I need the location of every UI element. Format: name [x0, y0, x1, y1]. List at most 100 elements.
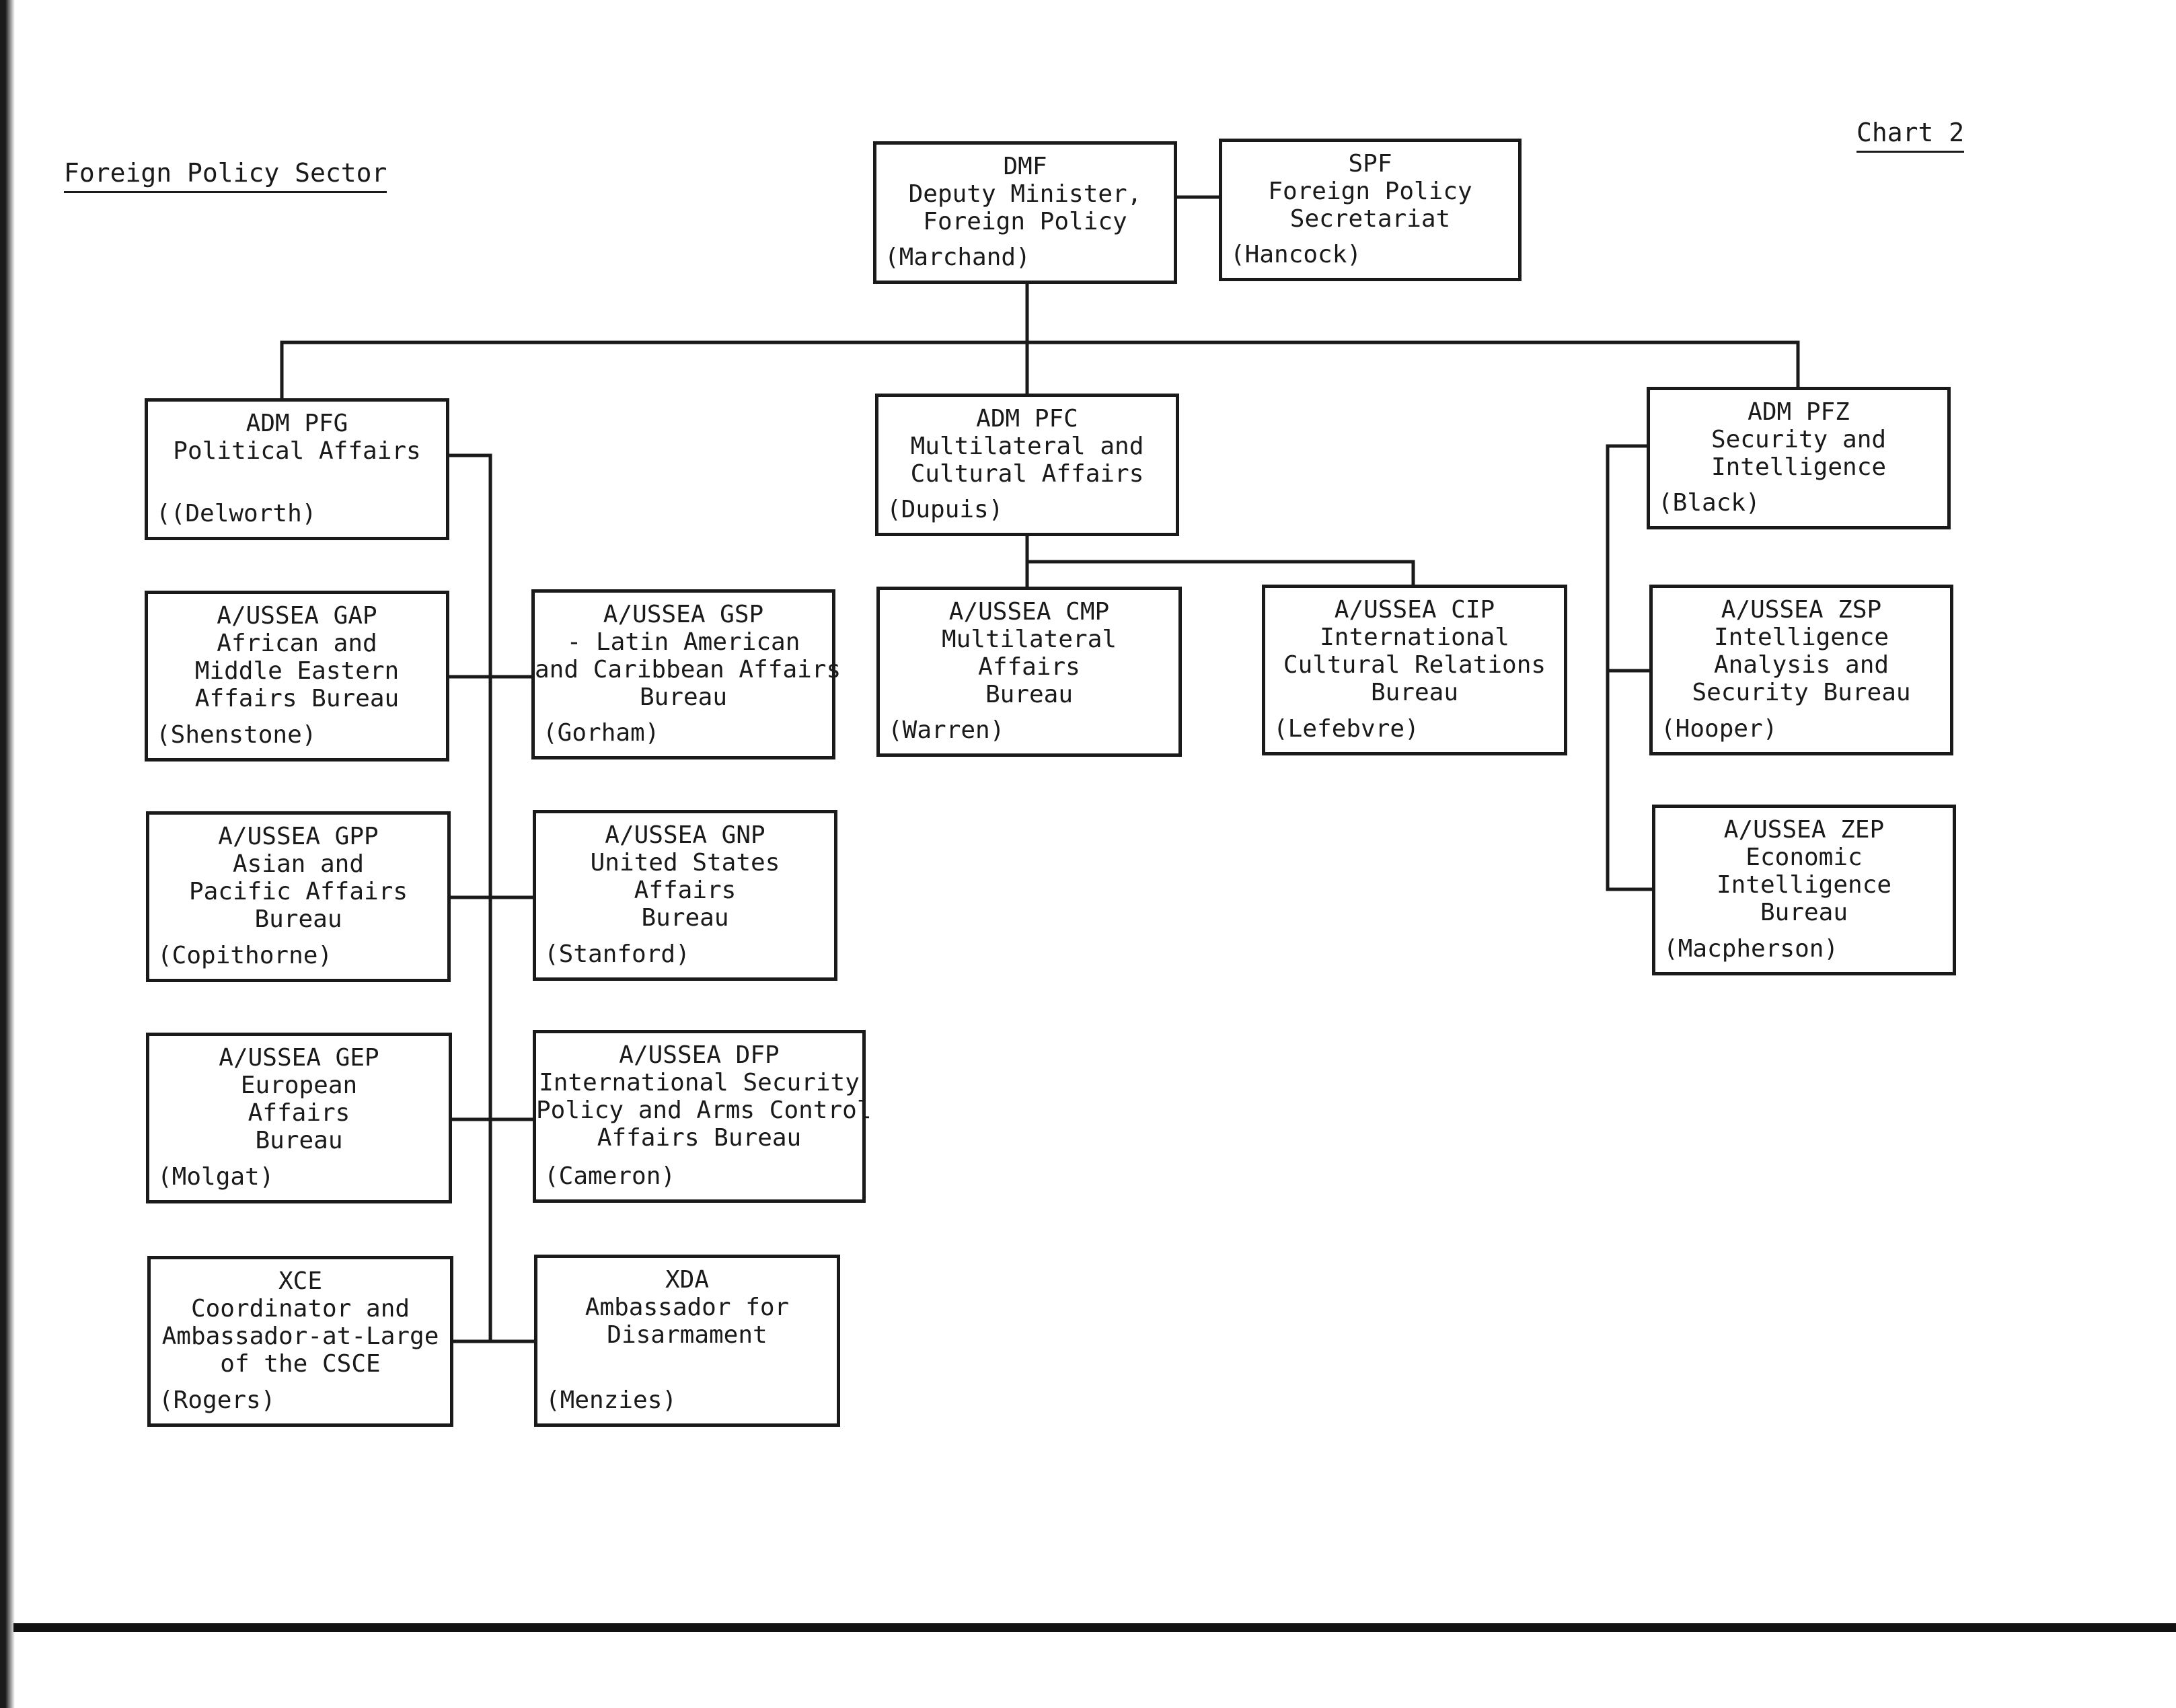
box-person: (Lefebvre) — [1273, 715, 1419, 743]
box-person: ((Delworth) — [156, 500, 317, 527]
box-line: Ambassador for — [585, 1294, 790, 1321]
box-pfg-political-affairs: ADM PFG Political Affairs ((Delworth) — [145, 398, 449, 540]
box-gpp-asian-pacific: A/USSEA GPP Asian and Pacific Affairs Bu… — [146, 811, 451, 982]
box-line: Asian and — [232, 850, 365, 878]
box-line: Affairs — [248, 1099, 350, 1127]
box-person: (Molgat) — [157, 1163, 274, 1191]
scan-left-edge — [0, 0, 15, 1708]
box-person: (Stanford) — [544, 940, 690, 968]
box-line: Bureau — [255, 1127, 343, 1154]
box-line: Cultural Relations — [1283, 651, 1546, 679]
box-line: Foreign Policy — [1268, 178, 1472, 205]
box-line: Multilateral — [941, 626, 1117, 653]
box-code: A/USSEA GPP — [218, 823, 379, 850]
box-line: Affairs — [978, 653, 1080, 681]
box-line: Bureau — [985, 681, 1074, 708]
box-line: Analysis and — [1713, 651, 1889, 679]
box-zsp-intelligence-analysis: A/USSEA ZSP Intelligence Analysis and Se… — [1649, 585, 1953, 755]
box-code: XDA — [665, 1266, 710, 1294]
scan-bottom-border — [13, 1623, 2176, 1632]
box-pfz-security-intelligence: ADM PFZ Security and Intelligence (Black… — [1647, 387, 1951, 529]
box-line: Deputy Minister, — [908, 180, 1142, 208]
box-line: Bureau — [641, 904, 729, 932]
box-line: Multilateral and — [910, 433, 1144, 460]
box-line: Affairs Bureau — [194, 685, 400, 712]
box-line: Bureau — [1370, 679, 1459, 706]
box-person: (Warren) — [888, 716, 1005, 744]
sector-title: Foreign Policy Sector — [64, 157, 387, 193]
box-code: A/USSEA GSP — [603, 601, 764, 628]
box-gnp-united-states: A/USSEA GNP United States Affairs Bureau… — [533, 810, 837, 981]
box-code: A/USSEA DFP — [619, 1041, 780, 1069]
box-code: A/USSEA ZEP — [1723, 816, 1885, 844]
box-line: Policy and Arms Control — [536, 1097, 872, 1124]
box-line: Security and — [1711, 426, 1887, 453]
box-line: Intelligence — [1716, 871, 1892, 899]
box-line: Bureau — [1760, 899, 1848, 926]
box-code: A/USSEA CMP — [948, 598, 1110, 626]
box-code: A/USSEA ZSP — [1721, 596, 1882, 624]
box-line: Intelligence — [1711, 453, 1887, 481]
box-gsp-latin-american: A/USSEA GSP - Latin American and Caribbe… — [531, 589, 841, 759]
box-line: of the CSCE — [220, 1350, 381, 1378]
box-line: - Latin American — [566, 628, 800, 656]
box-gap-african-middle-eastern: A/USSEA GAP African and Middle Eastern A… — [145, 591, 449, 762]
box-zep-economic-intelligence: A/USSEA ZEP Economic Intelligence Bureau… — [1652, 805, 1956, 975]
box-dmf-deputy-minister: DMF Deputy Minister, Foreign Policy (Mar… — [873, 141, 1177, 284]
box-line: Coordinator and — [190, 1295, 410, 1323]
box-person: (Hooper) — [1661, 715, 1778, 743]
box-person: (Shenstone) — [156, 721, 317, 749]
box-person: (Cameron) — [544, 1162, 676, 1190]
box-person: (Copithorne) — [157, 942, 333, 969]
box-person: (Gorham) — [543, 719, 660, 747]
box-person: (Rogers) — [159, 1386, 276, 1414]
box-code: XCE — [278, 1267, 323, 1295]
box-line: Intelligence — [1713, 624, 1889, 651]
box-code: SPF — [1348, 150, 1392, 178]
box-person: (Marchand) — [885, 244, 1030, 271]
box-line: European — [240, 1072, 358, 1099]
box-code: A/USSEA GEP — [219, 1044, 379, 1072]
box-dfp-security-arms-control: A/USSEA DFP International Security Polic… — [533, 1030, 872, 1203]
box-person: (Dupuis) — [887, 496, 1004, 523]
box-line: Affairs — [634, 877, 737, 904]
box-xce-csce-coordinator: XCE Coordinator and Ambassador-at-Large … — [147, 1256, 453, 1427]
box-line: Disarmament — [607, 1321, 767, 1349]
box-line: Cultural Affairs — [910, 460, 1144, 488]
box-line: Affairs Bureau — [597, 1124, 802, 1152]
box-line: Middle Eastern — [194, 657, 400, 685]
box-cip-cultural-relations: A/USSEA CIP International Cultural Relat… — [1262, 585, 1567, 755]
box-cmp-multilateral-affairs: A/USSEA CMP Multilateral Affairs Bureau … — [876, 587, 1182, 757]
box-person: (Black) — [1658, 489, 1760, 517]
chart-label: Chart 2 — [1856, 117, 1965, 153]
box-person: (Hancock) — [1230, 241, 1362, 268]
box-person: (Menzies) — [546, 1386, 677, 1414]
box-code: ADM PFZ — [1748, 398, 1850, 426]
box-code: A/USSEA GAP — [217, 602, 377, 630]
box-line: and Caribbean Affairs — [535, 656, 841, 683]
box-spf-secretariat: SPF Foreign Policy Secretariat (Hancock) — [1219, 139, 1522, 281]
box-line: United States — [590, 849, 780, 877]
box-line: Secretariat — [1289, 205, 1451, 233]
box-line: African and — [217, 630, 377, 657]
box-line: Political Affairs — [173, 437, 421, 465]
box-code: A/USSEA CIP — [1334, 596, 1495, 624]
box-line: Economic — [1746, 844, 1863, 871]
box-line: Foreign Policy — [923, 208, 1127, 235]
box-line: International — [1320, 624, 1509, 651]
box-gep-european: A/USSEA GEP European Affairs Bureau (Mol… — [146, 1033, 452, 1203]
box-person: (Macpherson) — [1663, 935, 1839, 963]
box-line: Pacific Affairs — [188, 878, 408, 905]
box-line: Security Bureau — [1692, 679, 1911, 706]
box-line: International Security — [539, 1069, 860, 1097]
box-code: A/USSEA GNP — [605, 821, 765, 849]
box-line: Bureau — [639, 683, 728, 711]
box-code: ADM PFG — [246, 410, 348, 437]
box-code: ADM PFC — [976, 405, 1078, 433]
box-xda-disarmament: XDA Ambassador for Disarmament (Menzies) — [534, 1255, 840, 1427]
box-line: Ambassador-at-Large — [161, 1323, 439, 1350]
box-code: DMF — [1003, 153, 1047, 180]
box-pfc-multilateral-cultural: ADM PFC Multilateral and Cultural Affair… — [875, 394, 1179, 536]
